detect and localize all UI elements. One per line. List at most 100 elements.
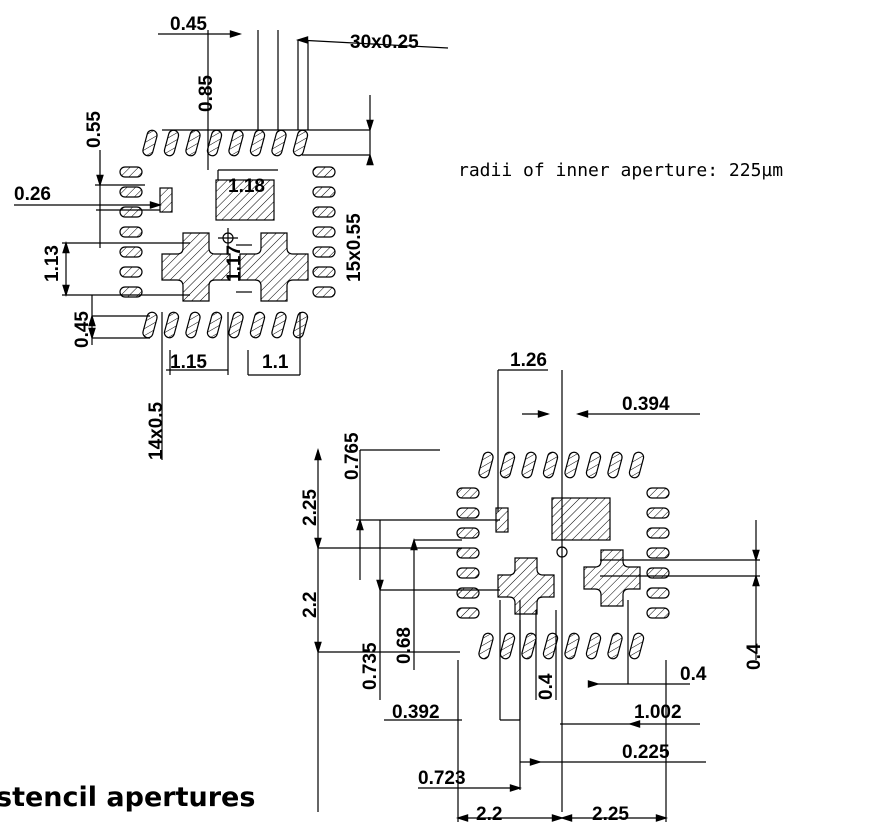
dimension-arrow xyxy=(752,573,760,587)
dimension-line xyxy=(297,39,449,49)
dim-b4: 0.723 xyxy=(418,768,466,789)
dim-pad-width: 0.45 xyxy=(170,14,207,35)
pad-aperture xyxy=(312,246,336,258)
dimension-arrow xyxy=(96,174,104,188)
cross-aperture xyxy=(239,232,309,302)
dim-v1: 0.735 xyxy=(360,642,381,690)
dimension-arrow xyxy=(410,537,418,551)
pad-aperture xyxy=(206,129,223,157)
pad-aperture xyxy=(271,311,287,339)
pad-aperture xyxy=(271,129,287,157)
pad-aperture xyxy=(456,547,480,559)
pad-aperture xyxy=(585,632,602,660)
dim-center-pad-width: 1.18 xyxy=(228,176,265,197)
pad-aperture xyxy=(521,451,537,479)
cross-aperture xyxy=(583,549,641,607)
pad-aperture xyxy=(312,166,336,178)
dim-left-offset: 0.765 xyxy=(342,432,363,480)
pad-aperture xyxy=(521,632,537,660)
dimension-arrow xyxy=(314,641,322,655)
pad-aperture xyxy=(312,186,336,198)
dimension-arrow xyxy=(88,327,96,341)
pad-aperture xyxy=(564,451,580,479)
pad-aperture xyxy=(142,129,158,157)
pad-aperture xyxy=(478,451,494,479)
dim-top-offset: 0.394 xyxy=(622,394,670,415)
pad-aperture xyxy=(292,129,309,157)
pad-aperture xyxy=(456,527,480,539)
pad-aperture xyxy=(456,507,480,519)
dim-right-column: 15x0.55 xyxy=(344,213,365,282)
dimension-arrow xyxy=(62,240,70,254)
pad-aperture xyxy=(646,487,670,499)
dimension-arrow xyxy=(88,313,96,327)
dimension-arrow xyxy=(537,410,551,418)
dim-bottom-pitch: 14x0.5 xyxy=(146,401,167,460)
dimension-arrow xyxy=(314,537,322,551)
dimension-arrow xyxy=(575,410,589,418)
pad-aperture xyxy=(142,311,158,339)
pad-aperture xyxy=(119,226,143,238)
figure-caption: stencil apertures xyxy=(0,782,256,813)
center-pad-aperture xyxy=(215,179,275,221)
dimension-arrow xyxy=(587,680,601,688)
pad-aperture xyxy=(163,129,180,157)
pad-aperture xyxy=(646,607,670,619)
pad-aperture xyxy=(119,186,143,198)
dim-v3: 0.4 xyxy=(536,673,557,700)
pad-aperture xyxy=(499,632,516,660)
pad-aperture xyxy=(646,547,670,559)
pad-aperture xyxy=(628,632,645,660)
dim-b1: 0.392 xyxy=(392,702,440,723)
pad-aperture xyxy=(249,129,266,157)
pad-aperture xyxy=(646,507,670,519)
dim-small-pad: 0.26 xyxy=(14,184,51,205)
pad-aperture xyxy=(456,487,480,499)
pad-aperture xyxy=(607,632,623,660)
dim-row-offset: 0.55 xyxy=(84,111,105,148)
pad-aperture xyxy=(119,266,143,278)
pad-aperture xyxy=(585,451,602,479)
bottom-figure-labels: 1.26 0.394 0.765 2.25 2.2 0.735 0.68 0.4… xyxy=(300,350,765,825)
small-pad-aperture xyxy=(159,187,173,213)
pad-aperture xyxy=(228,311,244,339)
dim-upper-height: 2.25 xyxy=(300,489,321,526)
dim-cross-width: 1.15 xyxy=(170,352,207,373)
dim-b2: 1.002 xyxy=(634,702,682,723)
cross-aperture xyxy=(161,232,231,302)
pad-aperture xyxy=(478,632,494,660)
pad-aperture xyxy=(312,286,336,298)
pad-aperture xyxy=(163,311,180,339)
pad-aperture xyxy=(456,607,480,619)
dim-bottom-offset: 0.45 xyxy=(72,311,93,348)
pad-aperture xyxy=(119,206,143,218)
pad-aperture xyxy=(119,166,143,178)
pad-aperture xyxy=(646,587,670,599)
dim-right-h: 0.4 xyxy=(680,664,707,685)
dim-v2: 0.68 xyxy=(394,627,415,664)
dimension-arrow xyxy=(655,814,669,822)
cross-aperture xyxy=(497,557,555,615)
pad-aperture xyxy=(249,311,266,339)
pad-aperture xyxy=(185,129,201,157)
dimension-arrow xyxy=(314,447,322,461)
pad-aperture xyxy=(228,129,244,157)
dimension-arrow xyxy=(752,549,760,563)
dim-lower-height: 2.2 xyxy=(300,592,321,618)
center-pad-aperture xyxy=(551,497,611,541)
dimension-arrow xyxy=(295,36,309,44)
dimension-arrow xyxy=(455,814,469,822)
pad-aperture xyxy=(185,311,201,339)
pad-aperture xyxy=(312,266,336,278)
dimension-arrow xyxy=(559,814,573,822)
dim-b3: 0.225 xyxy=(622,742,670,763)
dimension-arrow xyxy=(509,784,523,792)
pad-aperture xyxy=(456,567,480,579)
inner-aperture-note: radii of inner aperture: 225µm xyxy=(458,160,784,181)
pad-aperture xyxy=(542,451,559,479)
pad-aperture xyxy=(542,632,559,660)
pad-aperture xyxy=(312,226,336,238)
pad-aperture xyxy=(564,632,580,660)
dimension-arrow xyxy=(551,814,565,822)
